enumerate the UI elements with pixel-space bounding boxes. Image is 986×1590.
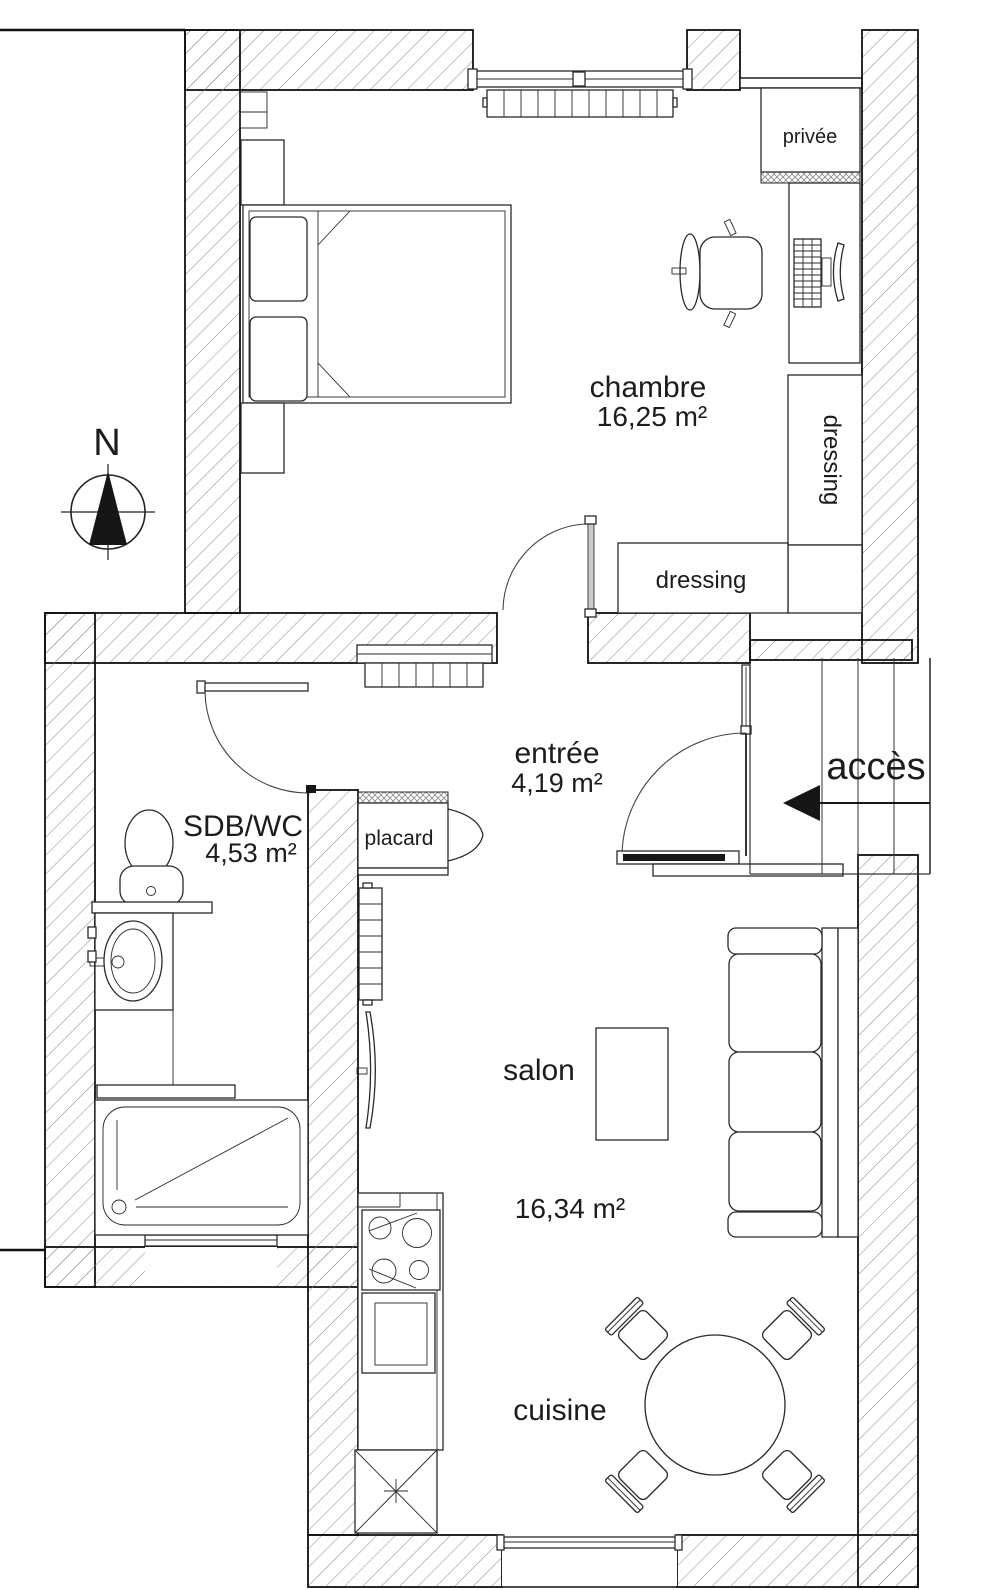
room-labels: chambre 16,25 m² entrée 4,19 m² SDB/WC 4…: [183, 371, 707, 1427]
wall-mid-vertical: [307, 789, 359, 1536]
chimney-duct: [239, 91, 268, 129]
toilet-shelf: [91, 901, 213, 914]
entree-area: 4,19 m²: [511, 768, 603, 798]
dressing-side: dressing: [787, 374, 863, 546]
coffee-table: [595, 1027, 669, 1141]
dining-chair: [761, 1449, 826, 1514]
desk: [788, 182, 861, 364]
wall-chambre-left: [184, 29, 241, 614]
salon-furniture: [356, 882, 859, 1238]
privee-label: privée: [783, 126, 837, 148]
window-sdb: [144, 1234, 278, 1286]
radiator-entree: [364, 662, 484, 688]
pillow: [249, 216, 308, 302]
dining-chair: [761, 1296, 826, 1361]
bathroom-fixtures: [87, 809, 309, 1236]
dining-chair: [604, 1449, 669, 1514]
nightstand-top: [240, 139, 285, 206]
chambre-label: chambre: [590, 371, 707, 404]
compass-north-label: N: [93, 422, 120, 464]
salon-label: salon: [503, 1054, 575, 1087]
couch-cushion: [728, 953, 822, 1053]
exterior-boundary-lines: [0, 28, 185, 1252]
acces-arrow: [783, 785, 930, 821]
nightstand-bottom: [240, 402, 285, 474]
radiator-salon: [358, 882, 383, 1006]
stairs: accès: [749, 658, 931, 875]
radiator-chambre: [482, 89, 678, 118]
wall-mid-b: [587, 612, 751, 664]
entry-door: [616, 664, 844, 877]
wall-top-right: [686, 29, 741, 91]
privee-box: privée: [760, 87, 861, 184]
shower: [94, 1099, 309, 1236]
placard-label: placard: [365, 827, 434, 850]
compass-needle: [89, 471, 127, 545]
couch: [727, 927, 859, 1238]
entree-label: entrée: [514, 737, 599, 770]
dressing-bottom: dressing: [617, 542, 789, 614]
sdb-area: 4,53 m²: [205, 838, 297, 868]
wall-right-upper: [861, 29, 919, 664]
couch-cushion: [728, 1051, 822, 1133]
monitor: [821, 242, 845, 302]
tv: [356, 1011, 376, 1129]
couch-cushion: [728, 1131, 822, 1212]
dining-table: [644, 1334, 786, 1476]
wall-stairs-top: [749, 639, 913, 661]
dressing-bottom-label: dressing: [656, 567, 747, 594]
chambre-furniture: privée dressing: [239, 87, 863, 614]
window-entree: [356, 644, 493, 664]
bed: [242, 204, 512, 404]
toilet: [119, 809, 184, 906]
window-chambre: [467, 68, 693, 90]
dining-set: [604, 1296, 826, 1514]
keyboard: [793, 238, 822, 308]
oven: [361, 1292, 436, 1374]
chambre-area: 16,25 m²: [597, 401, 708, 432]
sink-unit: [354, 1449, 438, 1534]
compass: N: [61, 422, 155, 560]
office-chair: [671, 218, 763, 329]
wall-thin-privee: [739, 77, 863, 89]
wall-left-lower: [44, 612, 96, 1288]
dressing-side-label: dressing: [818, 415, 845, 506]
dining-chair: [604, 1296, 669, 1361]
privee-glazing: [760, 171, 861, 184]
stove: [361, 1209, 441, 1291]
sink-vanity: [87, 912, 174, 1086]
bathroom-counter: [96, 1084, 236, 1099]
pillow: [249, 316, 308, 402]
windows-and-radiators: [144, 68, 693, 1588]
placard: placard: [357, 791, 449, 876]
window-cuisine: [496, 1534, 683, 1588]
placard-top-strip: [357, 791, 449, 804]
acces-label: accès: [826, 746, 925, 788]
salon-area: 16,34 m²: [515, 1193, 626, 1224]
cuisine-label: cuisine: [513, 1394, 606, 1427]
sdb-label: SDB/WC: [183, 810, 303, 843]
wall-right-lower: [857, 854, 919, 1588]
sdb-door: [196, 680, 316, 794]
dressing-corner-box: [787, 544, 863, 614]
chambre-door: [502, 515, 597, 618]
kitchen: [354, 1192, 826, 1534]
wall-bottom-left: [307, 1534, 503, 1588]
